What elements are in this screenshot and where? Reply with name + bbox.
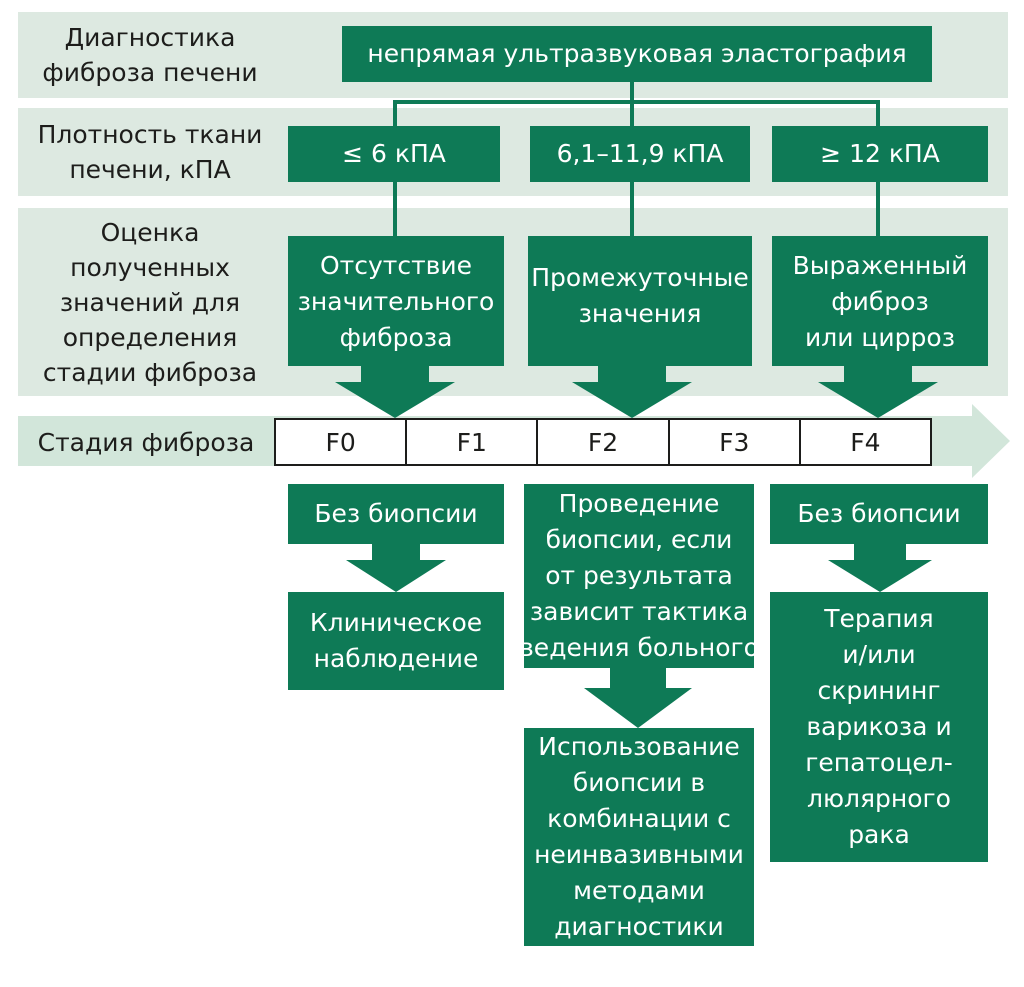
text-line: диагностики [554,912,724,941]
text-line: Плотность ткани [37,120,263,149]
action-left-result: Клиническое наблюдение [288,592,504,690]
text-line: Без биопсии [797,499,961,528]
stage-f0: F0 [276,420,408,464]
connector-left-down [393,100,397,126]
text-line: зависит тактика [529,597,749,626]
text-line: рака [848,820,910,849]
stage-f1: F1 [407,420,539,464]
connector-density-right [876,182,880,236]
density-box-low: ≤ 6 кПА [288,126,500,182]
stage-f2: F2 [538,420,670,464]
connector-density-left [393,182,397,236]
text-line: значения [578,299,702,328]
action-right-result: Терапия и/или скрининг варикоза и гепатоцел-… [770,592,988,862]
action-middle-text: Проведение биопсии, если от результата зави… [519,484,759,668]
assessment-middle-text: Промежуточные значения [528,248,752,366]
text-line: Терапия [824,604,934,633]
text-line: 6,1–11,9 кПА [556,139,724,168]
row-label-stage: Стадия фиброза [18,418,274,466]
text-line: Клиническое [309,608,483,637]
row-label-diagnostics: Диагностика фиброза печени [18,12,282,98]
stage-scale: F0 F1 F2 F3 F4 [274,418,932,466]
text-line: ≥ 12 кПА [820,139,940,168]
density-box-mid: 6,1–11,9 кПА [530,126,750,182]
stage-f4: F4 [850,427,881,457]
text-line: Стадия фиброза [37,427,255,457]
text-line: методами [573,876,705,905]
text-line: определения [62,322,238,352]
row-label-evaluation: Оценка полученных значений для определения с… [18,208,282,396]
text-line: Проведение [558,489,720,518]
text-line: гепатоцел- [805,748,953,777]
text-line: наблюдение [313,644,479,673]
text-line: Диагностика [64,23,236,52]
connector-density-middle [630,182,634,236]
text-line: Отсутствие [319,251,472,280]
text-line: Оценка [100,217,200,247]
text-line: неинвазивными [534,840,744,869]
text-line: скрининг [817,676,941,705]
stage-f3: F3 [670,420,801,464]
text-line: от результата [545,561,733,590]
text-line: Использование [538,732,740,761]
text-line: Выраженный [792,251,968,280]
action-left-text: Без биопсии [288,484,504,544]
text-line: фиброза печени [42,58,258,87]
row-label-density: Плотность ткани печени, кПА [18,108,282,196]
assessment-left-text: Отсутствие значительного фиброза [288,236,504,366]
text-line: фиброз [831,287,929,316]
text-line: варикоза и [806,712,952,741]
density-box-high: ≥ 12 кПА [772,126,988,182]
text-line: фиброза [339,323,453,352]
text-line: значительного [297,287,495,316]
text-line: ≤ 6 кПА [342,139,446,168]
action-middle-result: Использование биопсии в комбинации с неинва… [524,728,754,946]
text-line: и/или [842,640,916,669]
text-line: значений для [59,287,241,317]
text-line: Без биопсии [314,499,478,528]
text-line: биопсии, если [545,525,733,554]
text-line: полученных [70,252,230,282]
text-line: печени, кПА [69,155,231,184]
text-line: люлярного [807,784,951,813]
connector-horizontal [393,100,880,104]
text-line: биопсии в [572,768,706,797]
text-line: ведения больного [519,633,759,662]
connector-method-down [630,82,634,104]
connector-middle-down [630,100,634,126]
text-line: Промежуточные [531,263,749,292]
text-line: или цирроз [804,323,955,352]
action-right-text: Без биопсии [770,484,988,544]
text-line: стадии фиброза [42,357,258,387]
text-line: комбинации с [547,804,731,833]
text-line: непрямая ультразвуковая эластография [367,39,907,68]
assessment-right-text: Выраженный фиброз или цирроз [772,236,988,366]
method-box: непрямая ультразвуковая эластография [342,26,932,82]
connector-right-down [876,100,880,126]
